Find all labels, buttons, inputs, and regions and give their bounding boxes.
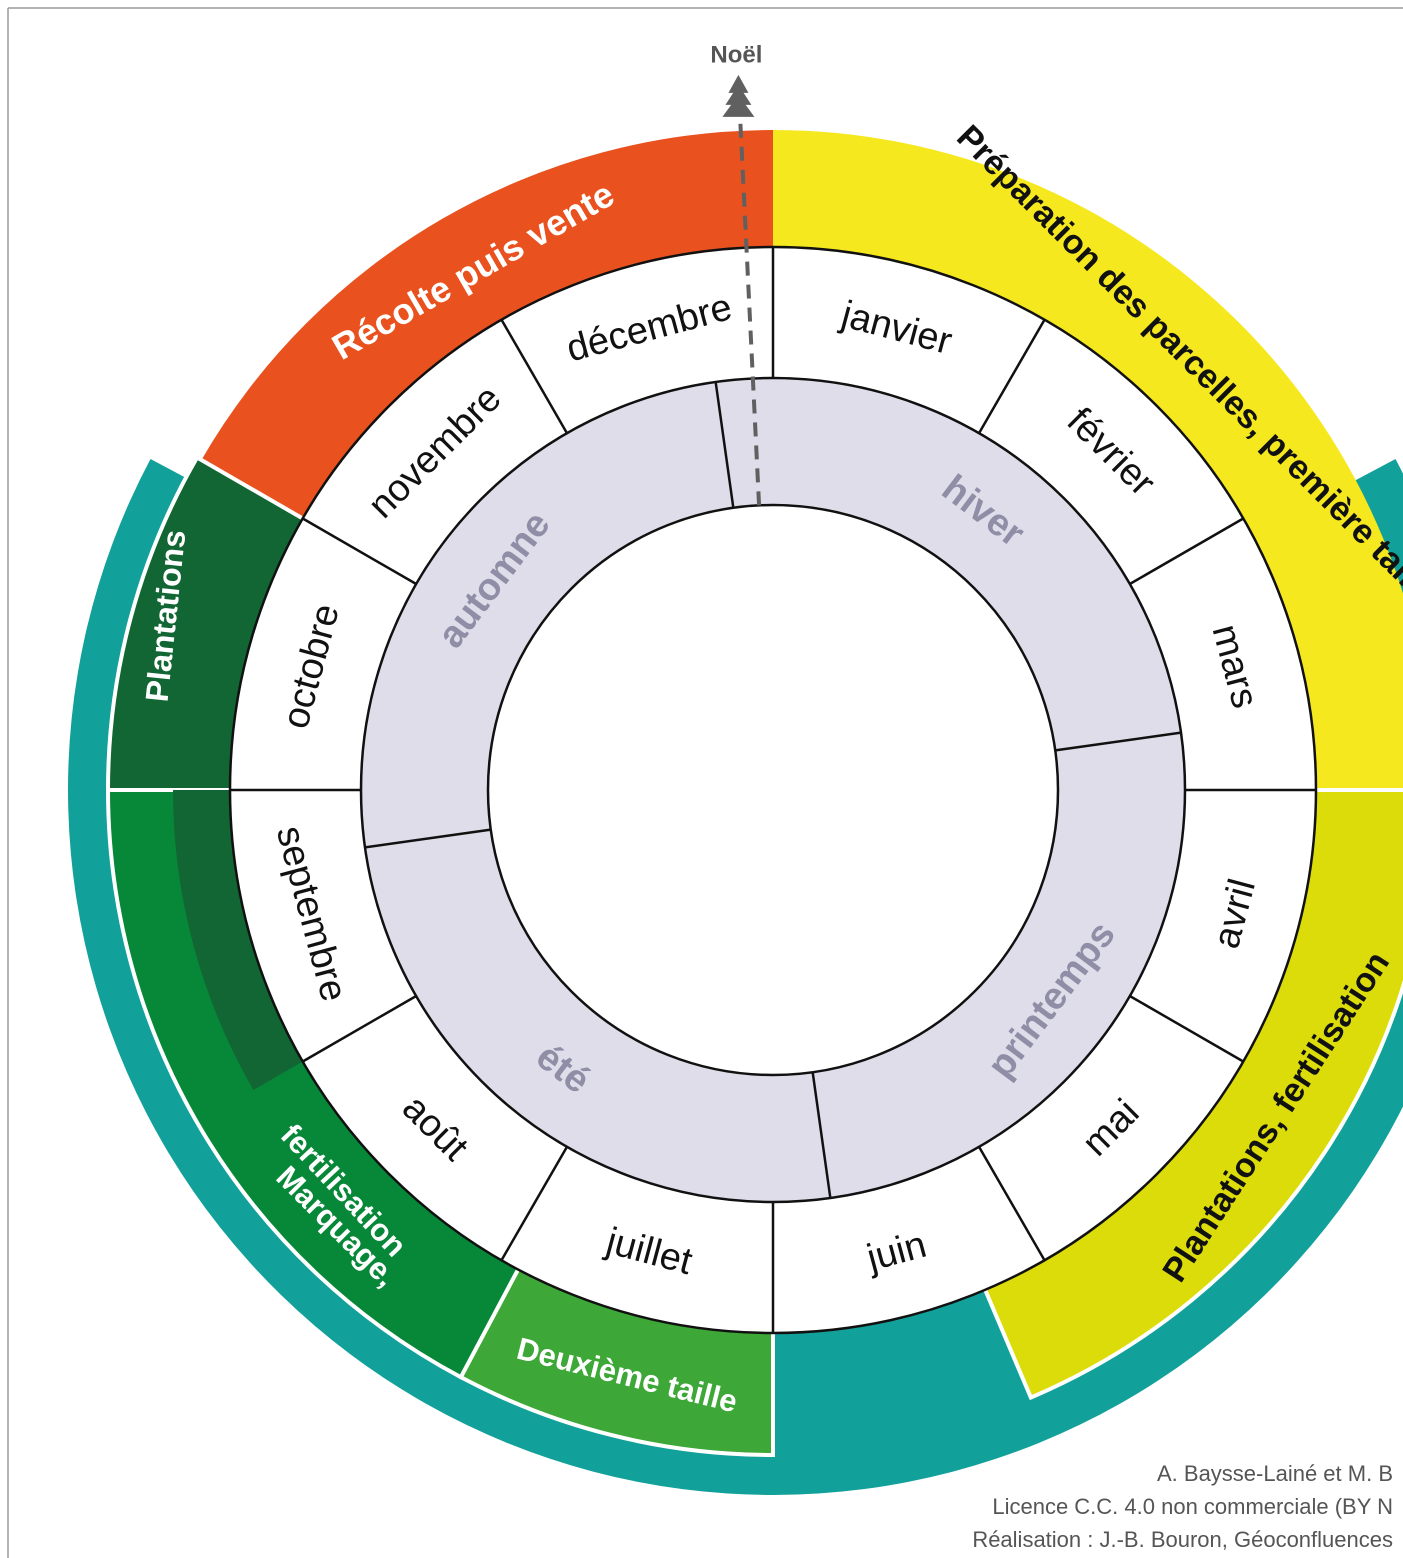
month-divider bbox=[302, 994, 417, 1063]
season-divider bbox=[1055, 731, 1182, 752]
month-divider bbox=[302, 517, 417, 586]
season-divider bbox=[811, 1072, 832, 1199]
activity-band-plantations-extension bbox=[173, 790, 306, 1090]
center-circle bbox=[486, 503, 1060, 1077]
credits: A. Baysse-Lainé et M. B Licence C.C. 4.0… bbox=[833, 1457, 1393, 1556]
fir-tree-icon bbox=[722, 74, 755, 117]
credit-production: Réalisation : J.-B. Bouron, Géoconfluenc… bbox=[972, 1527, 1393, 1552]
credit-license: Licence C.C. 4.0 non commerciale (BY N bbox=[992, 1494, 1393, 1519]
month-divider bbox=[977, 319, 1046, 434]
activity-band-preparation bbox=[773, 130, 1403, 790]
month-divider bbox=[500, 1146, 569, 1261]
month-divider bbox=[500, 319, 569, 434]
activity-band-recolte bbox=[201, 130, 774, 520]
noel-arrow-line bbox=[738, 122, 762, 506]
month-divider bbox=[977, 1146, 1046, 1261]
credit-authors: A. Baysse-Lainé et M. B bbox=[1157, 1461, 1393, 1486]
month-divider bbox=[1129, 994, 1244, 1063]
noel-label: Noël bbox=[710, 41, 762, 68]
season-divider bbox=[364, 828, 491, 849]
season-divider bbox=[714, 381, 735, 508]
month-divider bbox=[1129, 517, 1244, 586]
